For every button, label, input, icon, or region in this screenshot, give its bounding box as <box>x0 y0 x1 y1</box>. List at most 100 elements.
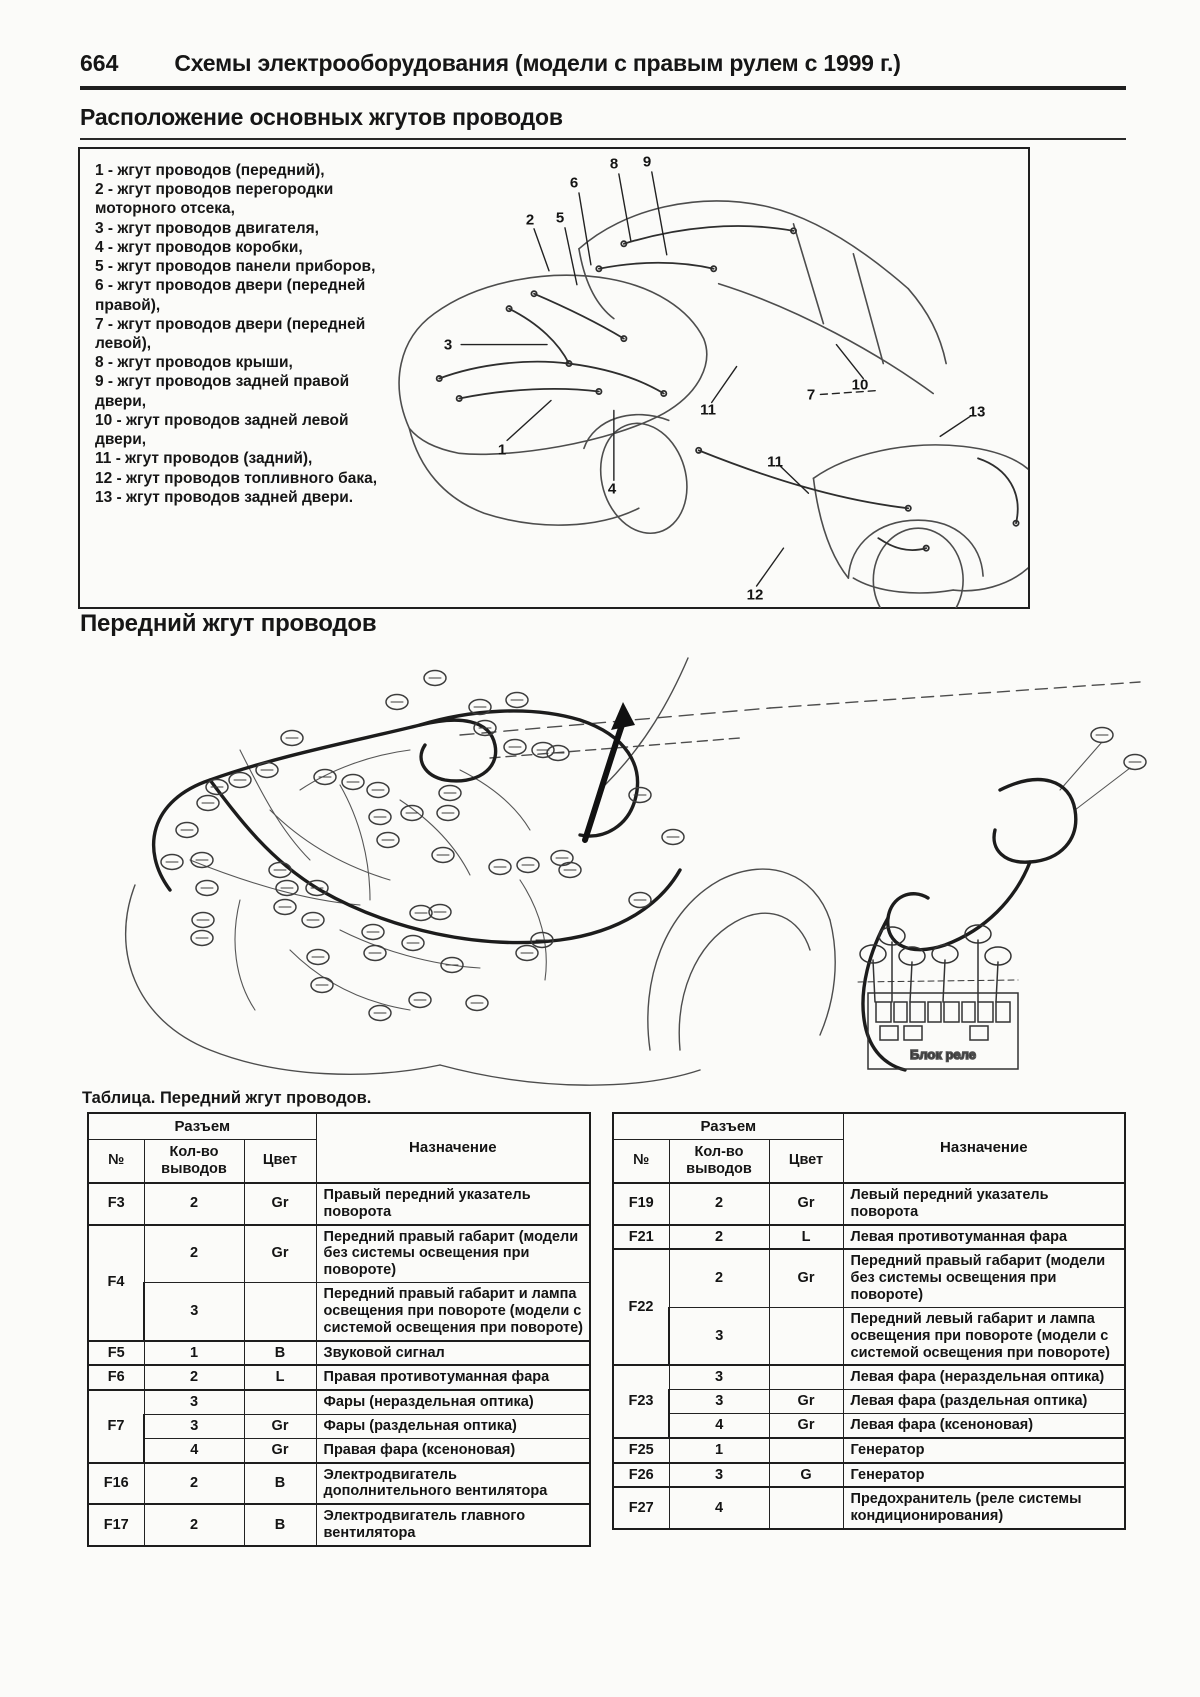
section-title-front-harness: Передний жгут проводов <box>80 610 377 637</box>
figure-harness-locations: 1 - жгут проводов (передний), 2 - жгут пр… <box>78 147 1030 609</box>
color-cell: B <box>243 1503 317 1547</box>
relay-block-label: Блок реле <box>910 1047 976 1062</box>
purpose-cell: Электродвигатель главного вентилятора <box>315 1503 591 1547</box>
header-connector-group: Разъем <box>87 1112 317 1140</box>
color-cell <box>768 1364 844 1391</box>
pin-count-cell: 4 <box>143 1437 245 1464</box>
harness-callout-3: 3 <box>443 336 453 354</box>
connector-id-cell: F3 <box>87 1182 145 1226</box>
color-cell: Gr <box>768 1182 844 1226</box>
color-cell <box>243 1282 317 1341</box>
pin-count-cell: 2 <box>668 1223 770 1250</box>
header-pin-count: Кол-во выводов <box>668 1138 770 1184</box>
pin-count-cell: 2 <box>143 1223 245 1284</box>
car-harness-diagram <box>398 171 1028 609</box>
page-number: 664 <box>80 50 119 76</box>
pin-count-cell: 3 <box>668 1461 770 1488</box>
connector-id-cell: F17 <box>87 1503 145 1547</box>
color-cell: Gr <box>768 1389 844 1414</box>
purpose-cell: Фары (нераздельная оптика) <box>315 1389 591 1415</box>
harness-callout-7: 7 <box>806 386 816 404</box>
pin-count-cell: 3 <box>143 1282 245 1341</box>
purpose-cell: Передний правый габарит (модели без сист… <box>842 1248 1126 1308</box>
header-connector-group: Разъем <box>612 1112 844 1140</box>
purpose-cell: Левая фара (раздельная оптика) <box>842 1389 1126 1414</box>
harness-callout-6: 6 <box>569 174 579 192</box>
pin-count-cell: 2 <box>668 1248 770 1308</box>
purpose-cell: Электродвигатель дополнительного вентиля… <box>315 1461 591 1505</box>
purpose-cell: Генератор <box>842 1436 1126 1464</box>
connector-id-cell: F5 <box>87 1339 145 1366</box>
color-cell: B <box>243 1339 317 1366</box>
color-cell: Gr <box>243 1413 317 1439</box>
purpose-cell: Передний правый габарит и лампа освещени… <box>315 1282 591 1341</box>
legend-item: 9 - жгут проводов задней правой двери, <box>95 373 350 410</box>
connector-id-cell: F27 <box>612 1486 670 1530</box>
legend-item: 13 - жгут проводов задней двери. <box>95 488 354 506</box>
purpose-cell: Передний левый габарит и лампа освещения… <box>842 1306 1126 1366</box>
purpose-cell: Правый передний указатель поворота <box>315 1182 591 1226</box>
engine-bay-harness-diagram: Блок реле <box>124 657 1147 1086</box>
purpose-cell: Предохранитель (реле системы кондиционир… <box>842 1486 1126 1530</box>
legend-item: 10 - жгут проводов задней левой двери, <box>95 411 349 449</box>
color-cell <box>243 1389 317 1415</box>
legend-item: 3 - жгут проводов двигателя, <box>95 219 319 237</box>
pin-count-cell: 1 <box>143 1339 245 1366</box>
pin-count-cell: 4 <box>668 1486 770 1530</box>
color-cell: Gr <box>768 1412 844 1439</box>
legend-item: 7 - жгут проводов двери (передней левой)… <box>95 315 366 352</box>
connector-id-cell: F21 <box>612 1223 670 1250</box>
legend-item: 5 - жгут проводов панели приборов, <box>95 258 376 276</box>
connector-id-cell: F6 <box>87 1364 145 1391</box>
pin-count-cell: 2 <box>143 1364 245 1391</box>
harness-callout-1: 1 <box>497 441 507 459</box>
purpose-cell: Левая фара (нераздельная оптика) <box>842 1364 1126 1391</box>
pin-count-cell: 4 <box>668 1412 770 1439</box>
header-color: Цвет <box>243 1138 317 1184</box>
header-color: Цвет <box>768 1138 844 1184</box>
harness-callout-8: 8 <box>609 155 619 173</box>
harness-callout-2: 2 <box>525 211 535 229</box>
figure-front-harness: Блок реле <box>40 650 1160 1092</box>
connector-id-cell: F26 <box>612 1461 670 1488</box>
pin-count-cell: 3 <box>668 1364 770 1391</box>
header-purpose: Назначение <box>315 1112 591 1184</box>
color-cell: Gr <box>768 1248 844 1308</box>
connector-id-cell: F23 <box>612 1364 670 1439</box>
color-cell: G <box>768 1461 844 1488</box>
harness-callout-5: 5 <box>555 209 565 227</box>
purpose-cell: Передний правый габарит (модели без сист… <box>315 1223 591 1284</box>
front-harness-table-right: Разъем Назначение № Кол-во выводов Цвет … <box>612 1112 1127 1530</box>
front-harness-table-left: Разъем Назначение № Кол-во выводов Цвет … <box>87 1112 592 1547</box>
legend-item: 1 - жгут проводов (передний), <box>95 162 325 179</box>
table-caption: Таблица. Передний жгут проводов. <box>82 1089 372 1107</box>
color-cell: Gr <box>243 1223 317 1284</box>
pin-count-cell: 3 <box>143 1389 245 1415</box>
harness-callout-9: 9 <box>642 153 652 171</box>
pin-count-cell: 3 <box>143 1413 245 1439</box>
connector-id-cell: F4 <box>87 1223 145 1341</box>
pin-count-cell: 3 <box>668 1306 770 1366</box>
header-number: № <box>87 1138 145 1184</box>
legend-item: 12 - жгут проводов топливного бака, <box>95 469 378 487</box>
purpose-cell: Звуковой сигнал <box>315 1339 591 1366</box>
purpose-cell: Фары (раздельная оптика) <box>315 1413 591 1439</box>
pin-count-cell: 2 <box>143 1461 245 1505</box>
connector-id-cell: F22 <box>612 1248 670 1366</box>
color-cell <box>768 1486 844 1530</box>
harness-callout-11: 11 <box>767 453 783 471</box>
pin-count-cell: 2 <box>668 1182 770 1226</box>
header-pin-count: Кол-во выводов <box>143 1138 245 1184</box>
connector-id-cell: F16 <box>87 1461 145 1505</box>
header-number: № <box>612 1138 670 1184</box>
pin-count-cell: 3 <box>668 1389 770 1414</box>
header-purpose: Назначение <box>842 1112 1126 1184</box>
legend-item: 2 - жгут проводов перегородки моторного … <box>95 181 334 218</box>
color-cell: Gr <box>243 1182 317 1226</box>
connector-id-cell: F7 <box>87 1389 145 1464</box>
color-cell: B <box>243 1461 317 1505</box>
harness-callout-4: 4 <box>607 480 617 498</box>
harness-legend: 1 - жгут проводов (передний), 2 - жгут пр… <box>95 161 397 507</box>
harness-callout-10: 10 <box>851 376 869 394</box>
